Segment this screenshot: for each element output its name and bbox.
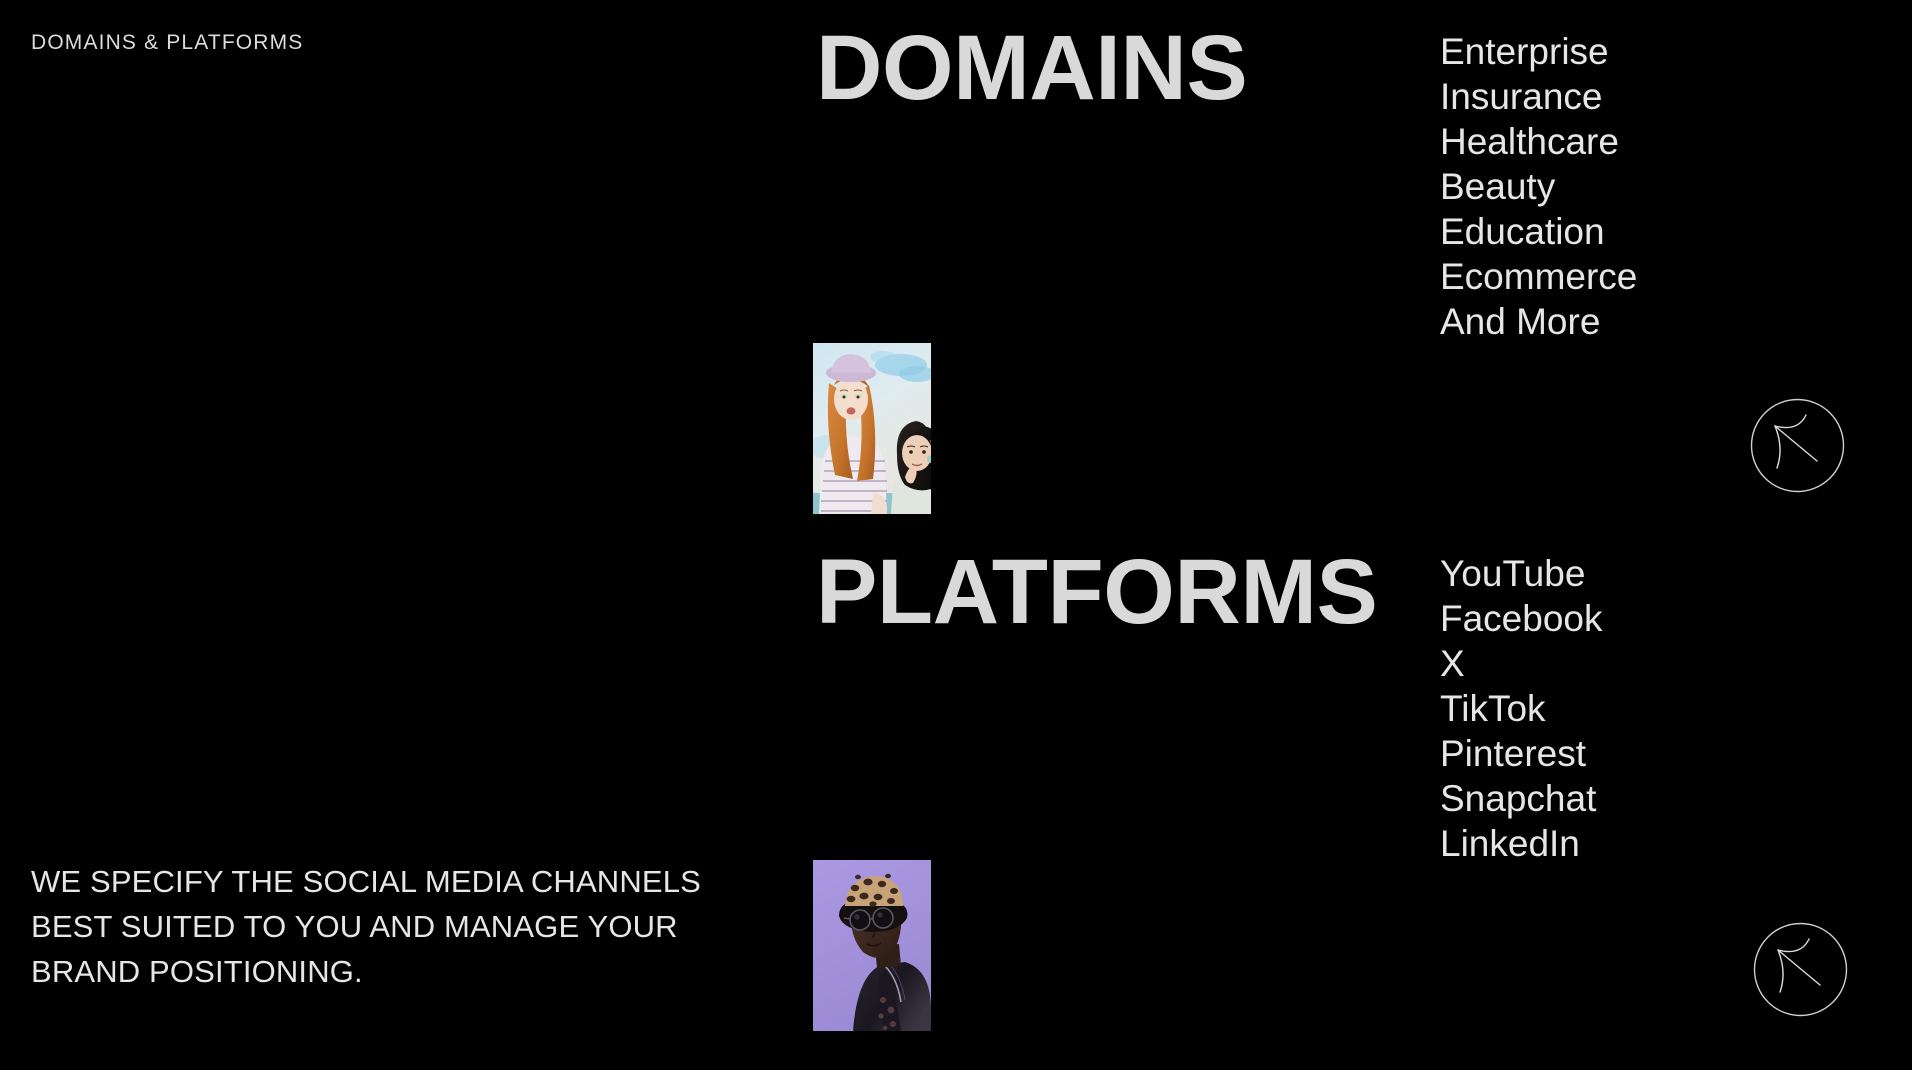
cursor-badge-top[interactable] — [1750, 398, 1845, 493]
photo-two-women — [813, 343, 931, 514]
list-item[interactable]: Healthcare — [1440, 121, 1619, 162]
list-item[interactable]: TikTok — [1440, 688, 1546, 729]
list-item[interactable]: Snapchat — [1440, 778, 1597, 819]
list-item[interactable]: X — [1440, 643, 1465, 684]
list-item[interactable]: Pinterest — [1440, 733, 1587, 774]
list-item[interactable]: Ecommerce — [1440, 256, 1638, 297]
list-item[interactable]: Education — [1440, 211, 1605, 252]
photo-man-bucket-hat — [813, 860, 931, 1031]
domains-heading: DOMAINS — [816, 17, 1248, 119]
platforms-list: YouTube Facebook X TikTok Pinterest Snap… — [1440, 551, 1603, 866]
section-eyebrow-label: DOMAINS & PLATFORMS — [31, 31, 304, 54]
platforms-heading: PLATFORMS — [816, 541, 1378, 643]
list-item[interactable]: Beauty — [1440, 166, 1556, 207]
list-item[interactable]: Enterprise — [1440, 31, 1609, 72]
list-item[interactable]: LinkedIn — [1440, 823, 1580, 864]
list-item[interactable]: Insurance — [1440, 76, 1603, 117]
cursor-arrow-icon — [1777, 938, 1821, 993]
list-item[interactable]: And More — [1440, 301, 1601, 342]
cursor-badge-bottom[interactable] — [1753, 922, 1848, 1017]
list-item[interactable]: Facebook — [1440, 598, 1603, 639]
domains-list: Enterprise Insurance Healthcare Beauty E… — [1440, 29, 1637, 344]
list-item[interactable]: YouTube — [1440, 553, 1586, 594]
cursor-arrow-icon — [1774, 414, 1818, 469]
brand-statement-text: WE SPECIFY THE SOCIAL MEDIA CHANNELS BES… — [31, 864, 701, 989]
